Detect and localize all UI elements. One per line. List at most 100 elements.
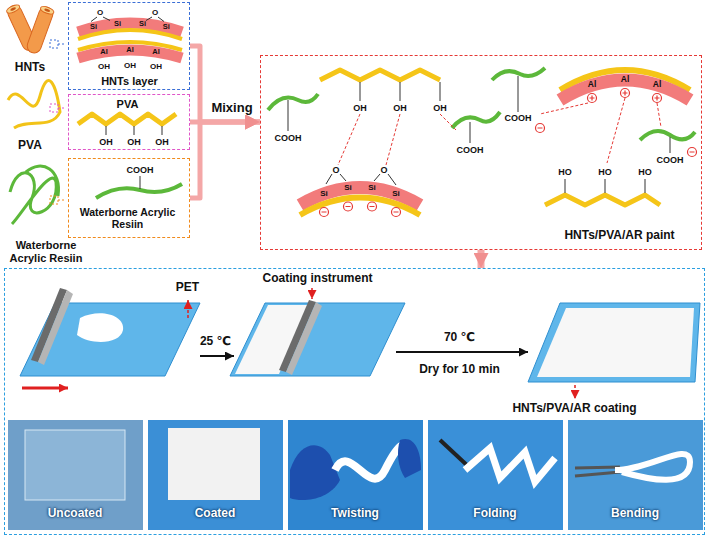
node-label: Dry for 10 min (419, 363, 500, 377)
node-label: PVA (117, 97, 139, 110)
sample-photos (25, 430, 125, 500)
paint-structure (470, 122, 471, 143)
flow-arrow (190, 122, 260, 198)
node-label: 70 ℃ (444, 331, 475, 345)
group-label: OH (353, 103, 367, 113)
atom-label: Si (90, 23, 97, 32)
paint-structure (640, 131, 695, 140)
group-label: OH (393, 103, 407, 113)
hnt-tubes (6, 3, 66, 55)
paint-structure (326, 174, 396, 185)
acrylic-resin-chain (140, 176, 141, 189)
paint-structure (670, 137, 671, 153)
atom-label: Al (126, 46, 134, 55)
group-label: OH (150, 62, 162, 71)
pva-chain (50, 104, 58, 112)
group-label: COOH (457, 145, 484, 155)
coating-process (286, 302, 322, 375)
node-label: HNTs/PVA/AR paint (564, 229, 674, 243)
hnt-tubes (6, 3, 21, 14)
sample-photos (148, 420, 283, 530)
sample-photos (465, 448, 555, 482)
atom-label: Al (653, 80, 662, 90)
coating-process (22, 387, 68, 390)
paint-structure (545, 195, 660, 205)
node-label: HNTs/PVA/AR coating (512, 402, 636, 416)
atom-label: Al (621, 75, 630, 85)
atom-label: Si (139, 19, 146, 28)
pva-chain (8, 80, 60, 128)
coating-process (20, 288, 700, 399)
flow-arrow (190, 46, 260, 122)
group-label: OH (155, 137, 169, 147)
hnt-tubes (40, 5, 55, 15)
photo-caption: Twisting (331, 507, 379, 521)
part-label: HNTs (15, 61, 45, 75)
group-label: HO (598, 167, 612, 177)
group-label: COOH (275, 133, 302, 143)
acrylic-resin-chain (50, 196, 58, 204)
photo-panel: Twisting (288, 420, 423, 530)
node-label: Waterborne Acrylic Resiin (72, 205, 184, 229)
pva-chain (106, 126, 162, 135)
pva-chain (8, 80, 176, 135)
acrylic-resin-chain (96, 184, 182, 198)
sample-photos (440, 440, 470, 468)
atom-label: Si (163, 23, 170, 32)
acrylic-resin-chain (10, 166, 59, 224)
atom-label: Al (100, 48, 108, 57)
sample-photos (398, 439, 421, 478)
atom-label: Si (320, 189, 328, 198)
sample-photos (428, 420, 563, 530)
paint-structure (322, 128, 695, 212)
group-label: OH (124, 61, 136, 70)
coating-process (230, 303, 405, 376)
hnt-layer-structure (78, 30, 182, 39)
edge-label: Mixing (211, 101, 252, 116)
photo-caption: Coated (195, 507, 236, 521)
atom-label: Si (392, 189, 400, 198)
paint-structure (338, 114, 456, 165)
coating-process (38, 290, 73, 365)
hnt-layer-structure (78, 17, 182, 58)
sample-photos (168, 428, 260, 500)
group-label: HO (638, 167, 652, 177)
sample-photos (615, 454, 690, 480)
photo-caption: Folding (473, 507, 516, 521)
atom-label: Si (368, 183, 376, 192)
flow-arrow (478, 250, 485, 268)
paint-structure (300, 198, 420, 216)
paint-structure (288, 100, 289, 131)
pva-chain (78, 114, 176, 124)
paint-structure (565, 179, 645, 193)
hnt-tubes (10, 7, 17, 12)
sample-photos (8, 420, 703, 530)
group-label: OH (98, 62, 110, 71)
paint-structure (540, 98, 661, 163)
atom-label: O (380, 165, 387, 175)
group-label: OH (433, 103, 447, 113)
group-label: COOH (127, 165, 154, 175)
node-label: PET (176, 281, 199, 295)
coating-process (528, 303, 700, 382)
coating-process (187, 300, 189, 318)
sample-photos (568, 420, 703, 530)
paint-structure (268, 68, 697, 217)
photo-caption: Uncoated (48, 507, 103, 521)
atom-label: O (97, 8, 103, 17)
coating-process (77, 313, 123, 342)
paint-structure (518, 76, 519, 112)
sample-photos (8, 420, 143, 530)
paint-structure (268, 94, 318, 110)
group-label: OH (99, 137, 113, 147)
group-label: OH (127, 137, 141, 147)
atom-label: O (152, 8, 158, 17)
paint-structure (360, 82, 440, 101)
hnt-layer-structure (91, 17, 164, 22)
hnt-tubes (58, 44, 66, 45)
paint-structure (452, 112, 500, 128)
node-label: HNTs layer (101, 74, 158, 87)
part-label: Waterborne Acrylic Resiin (2, 239, 90, 264)
node-label: 25 ℃ (200, 335, 231, 349)
